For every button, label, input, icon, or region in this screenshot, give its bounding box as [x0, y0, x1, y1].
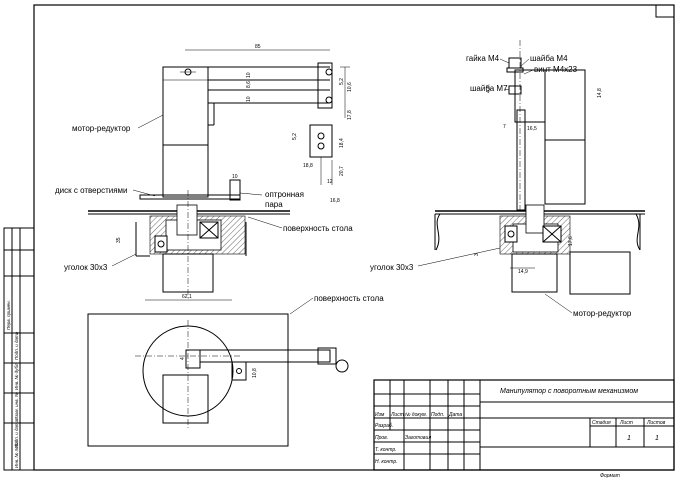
- svg-text:Заготовил: Заготовил: [405, 435, 431, 441]
- svg-text:17,8: 17,8: [347, 110, 353, 120]
- sheet-frame: [33, 4, 675, 471]
- label-table-surface: поверхность стола: [283, 224, 353, 233]
- right-view-dimensions: 4,4 14,8 7 16,5 17,6 3 14,9: [474, 86, 603, 275]
- svg-text:Стадия: Стадия: [592, 420, 611, 426]
- drawing-title: Манипулятор с поворотным механизмом: [500, 388, 638, 395]
- svg-text:Подп.: Подп.: [431, 412, 444, 418]
- svg-text:5,2: 5,2: [292, 133, 298, 140]
- label-motor-reducer: мотор-редуктор: [72, 124, 131, 133]
- svg-text:Листов: Листов: [646, 420, 666, 426]
- svg-text:Н. контр.: Н. контр.: [375, 459, 398, 465]
- label-opto: оптронная: [265, 190, 304, 199]
- sheet-number: 1: [627, 435, 631, 442]
- svg-text:14,9: 14,9: [518, 269, 528, 275]
- svg-text:4: 4: [180, 357, 186, 360]
- left-view-labels: мотор-редуктор диск с отверстиями оптрон…: [55, 114, 353, 272]
- svg-text:17,6: 17,6: [568, 236, 574, 246]
- label-nut-m4: гайка М4: [466, 54, 500, 63]
- svg-text:3: 3: [474, 253, 480, 256]
- svg-text:14,8: 14,8: [597, 88, 603, 98]
- label-motor-reducer-right: мотор-редуктор: [573, 309, 632, 318]
- label-disk: диск с отверстиями: [55, 186, 128, 195]
- svg-text:10: 10: [246, 96, 252, 102]
- svg-text:Пров.: Пров.: [375, 435, 388, 441]
- svg-text:85: 85: [255, 44, 261, 50]
- title-block: Изм Лист № докум. Подп. Дата Разраб. Про…: [373, 379, 675, 471]
- plan-view: 62,1 4 10,8 поверхность стола: [87, 294, 384, 447]
- svg-text:16,8: 16,8: [330, 198, 340, 204]
- label-washer-m4: шайба М4: [530, 54, 568, 63]
- side-label-5: Инв. № подл.: [14, 440, 19, 468]
- right-side-view: [434, 40, 645, 295]
- svg-text:5,2: 5,2: [339, 78, 345, 85]
- label-corner: уголок 30х3: [64, 263, 108, 272]
- side-label-4: Подп. и дата: [14, 419, 19, 448]
- svg-text:8,6: 8,6: [246, 81, 252, 88]
- sheets-total: 1: [655, 435, 659, 442]
- right-view-labels: гайка М4 шайба М4 винт М4х23 шайба М7 уг…: [370, 54, 632, 318]
- label-plan-surface: поверхность стола: [314, 294, 384, 303]
- svg-text:Разраб.: Разраб.: [375, 423, 393, 429]
- svg-text:Т. контр.: Т. контр.: [375, 447, 397, 453]
- label-corner-right: уголок 30х3: [370, 263, 414, 272]
- svg-text:7: 7: [503, 124, 506, 130]
- svg-text:35: 35: [116, 237, 122, 243]
- svg-text:10,6: 10,6: [347, 82, 353, 92]
- left-view-dimensions: 85 10 8,6 10 5,2 10,6 17,8 5,2 18,4 18,8…: [116, 44, 353, 243]
- svg-text:Лист: Лист: [619, 420, 633, 426]
- svg-text:4,4: 4,4: [486, 86, 492, 93]
- left-front-view: [88, 62, 333, 300]
- svg-text:12: 12: [327, 179, 333, 185]
- svg-text:10: 10: [232, 174, 238, 180]
- label-washer-m7: шайба М7: [470, 84, 508, 93]
- svg-text:№ докум.: № докум.: [405, 412, 427, 418]
- svg-text:16,5: 16,5: [527, 126, 537, 132]
- side-label-top: Перв. примен.: [6, 300, 11, 330]
- svg-text:Дата: Дата: [448, 412, 462, 418]
- side-label-3: Взам. инв. №: [14, 392, 19, 420]
- label-screw: винт М4х23: [534, 65, 578, 74]
- svg-text:62,1: 62,1: [182, 294, 192, 300]
- svg-text:18,8: 18,8: [303, 163, 313, 169]
- svg-text:18,4: 18,4: [339, 138, 345, 148]
- side-strip: Перв. примен. Подп. и дата Инв. № дубл. …: [3, 227, 35, 471]
- svg-text:10: 10: [246, 72, 252, 78]
- svg-text:Изм: Изм: [375, 412, 385, 418]
- side-label-1: Подп. и дата: [14, 331, 19, 360]
- top-right-corner-box: [655, 4, 675, 18]
- svg-text:10,8: 10,8: [252, 368, 258, 378]
- format-label: Формат: [600, 473, 620, 479]
- label-opto-2: пара: [265, 200, 283, 209]
- side-label-2: Инв. № дубл.: [14, 362, 19, 390]
- svg-text:Лист: Лист: [390, 412, 404, 418]
- svg-text:20,7: 20,7: [339, 166, 345, 176]
